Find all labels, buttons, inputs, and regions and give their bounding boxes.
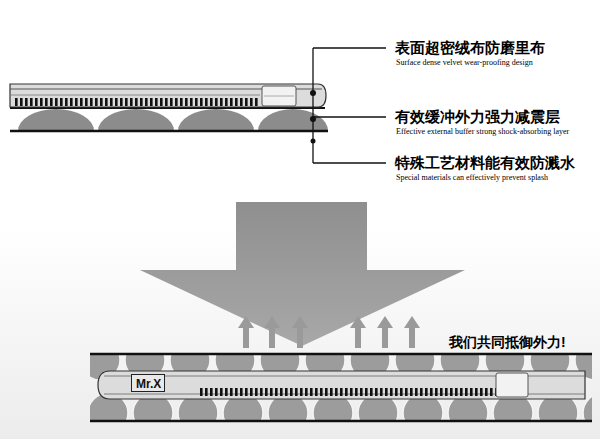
pad-bottom-line [90,420,592,423]
shock-layer [10,108,328,131]
resist-arrow [404,316,420,348]
slogan-text: 我们共同抵御外力! [449,333,566,351]
resist-arrow [238,316,254,348]
brand-text: Mr.X [136,377,160,391]
feature-title: 表面超密绒布防磨里布 [395,39,545,57]
resist-arrow [350,316,366,348]
resist-arrow [377,316,393,348]
laptop-top [10,84,326,107]
cushion-circles [90,354,592,421]
feature-title: 特殊工艺材料能有效防溅水 [395,154,575,172]
laptop-bottom [98,371,585,399]
feature-subtitle: Special materials can effectively preven… [396,173,548,183]
feature-subtitle: Effective external buffer strong shock-a… [396,127,569,137]
resist-arrow [264,316,280,348]
feature-subtitle: Surface dense velvet wear-proofing desig… [396,58,533,68]
brand-badge: Mr.X [131,374,165,392]
leader-dots [310,90,316,144]
resist-arrows [238,316,420,348]
feature-title: 有效缓冲外力强力减震层 [395,108,560,126]
resist-arrow [292,316,308,348]
leader-lines [313,48,386,163]
pad-top-line [90,353,592,356]
